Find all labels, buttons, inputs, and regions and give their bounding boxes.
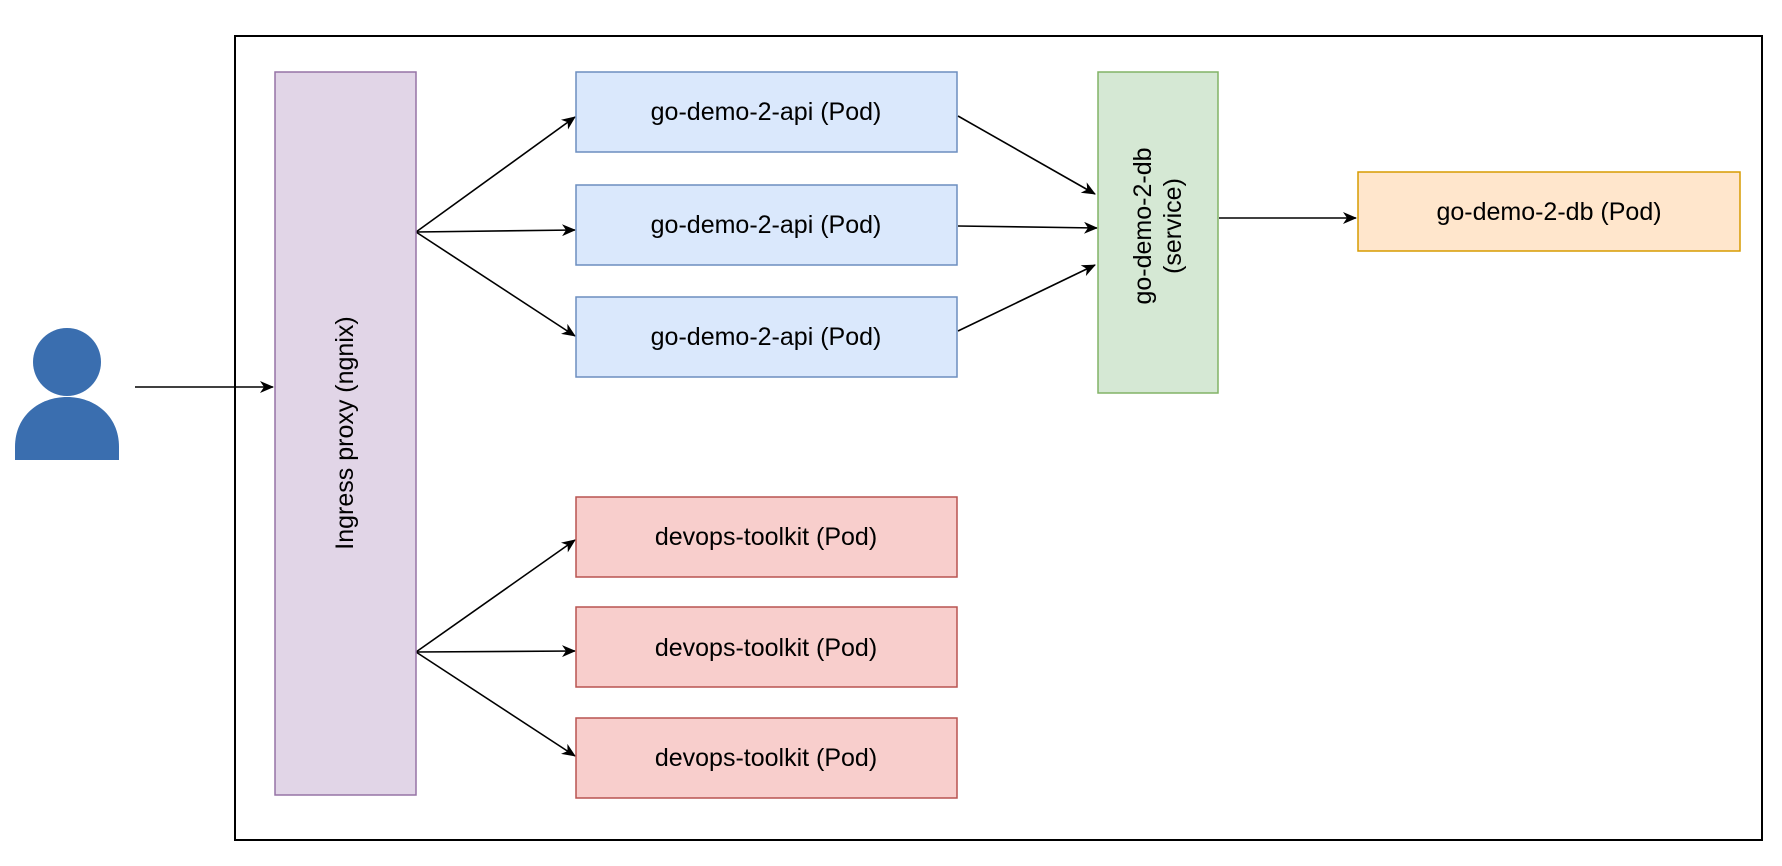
edges — [135, 115, 1357, 757]
edge-ingress-to-api-1 — [415, 116, 576, 233]
db-pod: go-demo-2-db (Pod) — [1357, 171, 1741, 252]
db-service: go-demo-2-db (service) — [1097, 71, 1219, 394]
toolkit-pod: devops-toolkit (Pod) — [575, 606, 958, 688]
edge-ingress-to-api-2 — [415, 224, 576, 237]
api-pod-label: go-demo-2-api (Pod) — [651, 98, 882, 126]
ingress-proxy-label: Ingress proxy (ngnix) — [331, 316, 359, 549]
db-pod-label: go-demo-2-db (Pod) — [1436, 198, 1661, 226]
api-pod: go-demo-2-api (Pod) — [575, 296, 958, 378]
db-service-label-name: go-demo-2-db — [1129, 147, 1157, 304]
api-pod: go-demo-2-api (Pod) — [575, 71, 958, 153]
person-icon — [15, 328, 119, 460]
toolkit-pod-label: devops-toolkit (Pod) — [655, 523, 877, 551]
edge-api-3-to-service — [957, 264, 1096, 332]
toolkit-pod-label: devops-toolkit (Pod) — [655, 634, 877, 662]
api-pod: go-demo-2-api (Pod) — [575, 184, 958, 266]
toolkit-pod: devops-toolkit (Pod) — [575, 496, 958, 578]
api-pod-label: go-demo-2-api (Pod) — [651, 211, 882, 239]
edge-ingress-to-toolkit-2 — [415, 645, 576, 658]
toolkit-pod-label: devops-toolkit (Pod) — [655, 744, 877, 772]
api-pod-label: go-demo-2-api (Pod) — [651, 323, 882, 351]
edge-api-1-to-service — [957, 115, 1096, 195]
cluster-boundary — [234, 35, 1763, 841]
edge-ingress-to-toolkit-3 — [415, 651, 576, 757]
toolkit-pod: devops-toolkit (Pod) — [575, 717, 958, 799]
edge-ingress-to-api-3 — [415, 231, 576, 337]
edge-api-2-to-service — [957, 221, 1098, 234]
ingress-proxy: Ingress proxy (ngnix) — [274, 71, 417, 796]
db-service-label-kind: (service) — [1159, 178, 1187, 274]
edge-ingress-to-toolkit-1 — [415, 539, 576, 653]
